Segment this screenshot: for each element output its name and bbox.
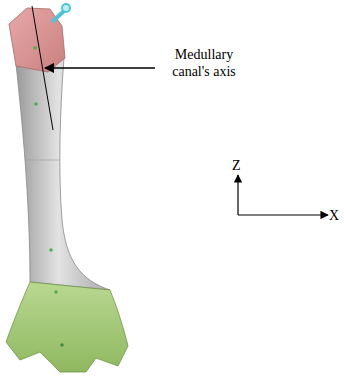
section-line: [26, 160, 60, 161]
axis-label: Z: [232, 157, 246, 174]
x-axis-arrow: [238, 214, 328, 215]
landmark-dot: [34, 102, 38, 106]
landmark-dot: [33, 46, 37, 50]
pin-head: [62, 4, 70, 12]
landmark-dot: [60, 343, 64, 347]
femur-condyles: [6, 282, 128, 372]
axis-label: X: [329, 207, 341, 224]
femur-shaft: [16, 58, 110, 290]
landmark-dot: [54, 290, 58, 294]
femur-head: [9, 8, 65, 72]
leader-arrow: [45, 67, 155, 69]
landmark-dot: [49, 248, 53, 252]
z-axis-arrow: [237, 175, 238, 215]
pin: [52, 11, 64, 22]
callout-label: Medullary canal's axis: [158, 46, 250, 80]
